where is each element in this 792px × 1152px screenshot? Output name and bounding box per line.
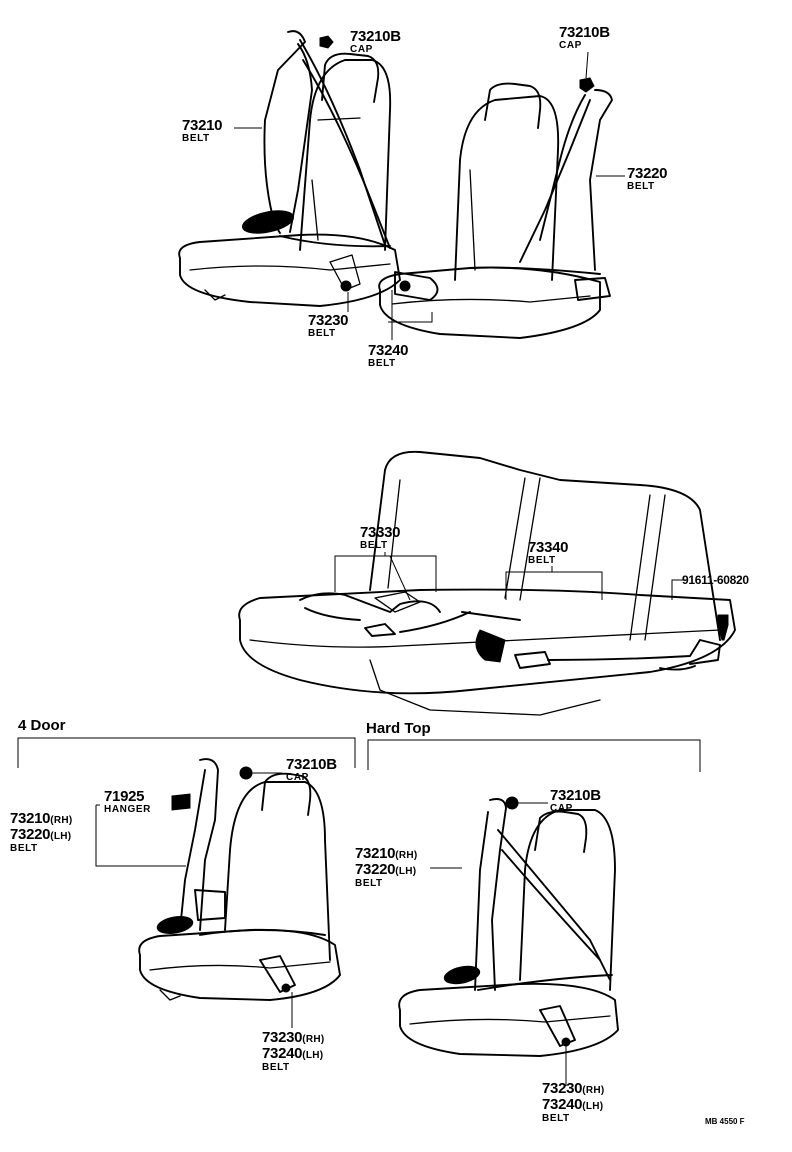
part-description: BELT [528,555,556,566]
part-number: 73230 [542,1080,583,1097]
part-number: 73240 [262,1045,303,1062]
part-description: CAP [559,40,582,51]
part-number: 91611-60820 [682,573,749,587]
part-number: 73210 [355,845,396,862]
part-number: 73230 [308,312,349,329]
part-number: 73230 [262,1029,303,1046]
part-number: 73330 [360,524,401,541]
part-number: 73220 [10,826,51,843]
callout-top-left-belt: 73210 BELT [182,117,223,144]
four-door-seat-illustration [138,772,341,1001]
section-title-hard-top: Hard Top [366,720,431,737]
callout-four-door-cap: 73210B CAP [286,757,337,783]
part-description: BELT [542,1113,570,1124]
four-door-belt-illustration [156,758,326,993]
part-number: 73220 [355,861,396,878]
side-suffix: (RH) [302,1034,325,1045]
callout-top-right-cap: 73210B CAP [559,25,610,51]
callout-rear-left: 73330 BELT [360,524,401,551]
part-number: 73240 [368,342,409,359]
callout-hard-top-buckle: 73230(RH) 73240(LH) BELT [542,1081,605,1124]
part-number: 73210B [559,24,610,41]
callout-four-door-buckle: 73230(RH) 73240(LH) BELT [262,1030,325,1073]
part-description: BELT [10,843,38,854]
side-suffix: (LH) [395,866,417,877]
part-number: 71925 [104,788,145,805]
side-suffix: (RH) [395,850,418,861]
callout-four-door-belt: 73210(RH) 73220(LH) BELT [10,811,73,854]
callout-hard-top-belt: 73210(RH) 73220(LH) BELT [355,846,418,889]
hard-top-belt-illustration [443,798,613,1047]
callout-top-left-cap: 73210B CAP [350,29,401,55]
callout-top-right-belt: 73220 BELT [627,165,668,192]
callout-four-door-hanger: 71925 HANGER [104,789,151,815]
part-description: HANGER [104,804,151,815]
rear-belts-illustration [299,591,729,671]
hard-top-seat-illustration [398,809,619,1057]
side-suffix: (RH) [582,1085,605,1096]
part-description: CAP [350,44,373,55]
part-description: BELT [355,878,383,889]
part-description: BELT [360,540,388,551]
front-seat-right-illustration [378,82,601,339]
front-belt-left-illustration [241,30,391,292]
part-number: 73210B [286,756,337,773]
part-description: BELT [627,181,655,192]
figure-reference: MB 4550 F [705,1117,745,1126]
side-suffix: (LH) [302,1050,324,1061]
side-suffix: (RH) [50,815,73,826]
part-number: 73210 [182,117,223,134]
callout-top-buckle-a: 73230 BELT [308,312,349,339]
part-number: 73240 [542,1096,583,1113]
part-description: CAP [550,803,573,814]
hard-top-section-bracket [367,739,701,772]
section-title-four-door: 4 Door [18,717,66,734]
part-description: CAP [286,772,309,783]
callout-top-buckle-b: 73240 BELT [368,342,409,369]
front-belt-right-illustration [394,89,613,301]
part-description: BELT [182,133,210,144]
part-description: BELT [308,328,336,339]
part-description: BELT [262,1062,290,1073]
side-suffix: (LH) [582,1101,604,1112]
four-door-section-bracket [17,737,356,768]
part-number: 73210B [350,28,401,45]
callout-hard-top-cap: 73210B CAP [550,788,601,814]
leader-lines [95,35,688,1086]
callout-rear-bolt: 91611-60820 [682,574,749,586]
part-number: 73210 [10,810,51,827]
front-seat-left-illustration [178,52,401,307]
rear-seat-illustration [238,450,736,716]
part-number: 73210B [550,787,601,804]
part-number: 73220 [627,165,668,182]
part-description: BELT [368,358,396,369]
side-suffix: (LH) [50,831,72,842]
part-number: 73340 [528,539,569,556]
callout-rear-right: 73340 BELT [528,539,569,566]
